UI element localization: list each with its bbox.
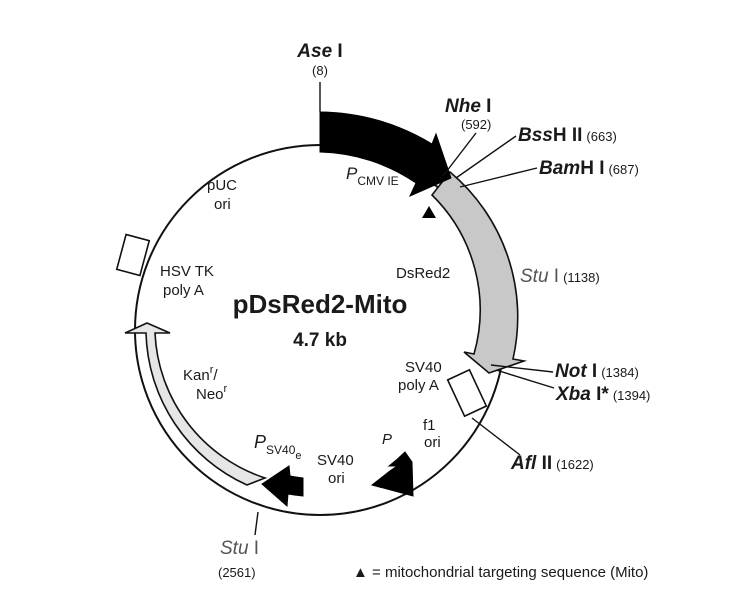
bam-leader bbox=[459, 167, 538, 188]
sv40-ori-label-2: ori bbox=[328, 470, 345, 487]
plasmid-size: 4.7 kb bbox=[293, 330, 347, 351]
afl-site-label: Afl II(1622) bbox=[510, 453, 594, 474]
p-promoter-arrow bbox=[370, 451, 414, 497]
pcmv-arrow bbox=[319, 111, 452, 197]
p-promoter-label: P bbox=[382, 431, 392, 448]
psv40e-label: PSV40e bbox=[254, 432, 302, 462]
kan-neo-arrow bbox=[124, 322, 268, 486]
hsvtk-label-1: HSV TK bbox=[160, 263, 214, 280]
f1-ori-label-1: f1 bbox=[423, 417, 436, 434]
sv40-polya-label-2: poly A bbox=[398, 377, 439, 394]
plasmid-name: pDsRed2-Mito bbox=[233, 289, 408, 319]
nhe-site-label: Nhe I bbox=[445, 96, 491, 117]
sv40-polya-label-1: SV40 bbox=[405, 359, 442, 376]
stu1-site-label: Stu I(1138) bbox=[520, 266, 600, 287]
psv40e-arrow bbox=[261, 465, 304, 508]
nhe-site-pos: (592) bbox=[461, 117, 491, 132]
bam-site-label: BamH I(687) bbox=[539, 158, 639, 179]
not-leader bbox=[490, 364, 554, 373]
legend: ▲ = mitochondrial targeting sequence (Mi… bbox=[353, 564, 648, 581]
mito-triangle-icon bbox=[422, 206, 436, 218]
afl-leader bbox=[471, 417, 521, 456]
stu2-leader bbox=[254, 511, 259, 536]
hsvtk-label-2: poly A bbox=[163, 282, 204, 299]
pcmv-label: PCMV IE bbox=[346, 164, 399, 188]
sv40-ori-label-1: SV40 bbox=[317, 452, 354, 469]
puc-label-2: ori bbox=[214, 196, 231, 213]
sv40-polya-box bbox=[446, 368, 488, 418]
xba-leader bbox=[495, 369, 555, 389]
puc-label-1: pUC bbox=[207, 177, 237, 194]
xba-site-label: Xba I*(1394) bbox=[555, 384, 650, 405]
ase-site-label: Ase I bbox=[296, 41, 342, 62]
nhe-leader bbox=[442, 132, 477, 177]
hsvtk-polya-box bbox=[115, 233, 151, 277]
kan-label-1: Kanr/ bbox=[183, 364, 218, 384]
stu2-site-pos: (2561) bbox=[218, 565, 256, 580]
ase-site-pos: (8) bbox=[312, 63, 328, 78]
bss-leader bbox=[455, 135, 517, 179]
f1-ori-label-2: ori bbox=[424, 434, 441, 451]
legend-triangle-icon: ▲ bbox=[353, 564, 368, 581]
kan-label-2: Neor bbox=[196, 383, 228, 403]
not-site-label: Not I(1384) bbox=[555, 361, 639, 382]
bss-site-label: BssH II(663) bbox=[518, 125, 617, 146]
dsred2-label: DsRed2 bbox=[396, 265, 450, 282]
stu2-site-label: Stu I bbox=[220, 538, 259, 559]
